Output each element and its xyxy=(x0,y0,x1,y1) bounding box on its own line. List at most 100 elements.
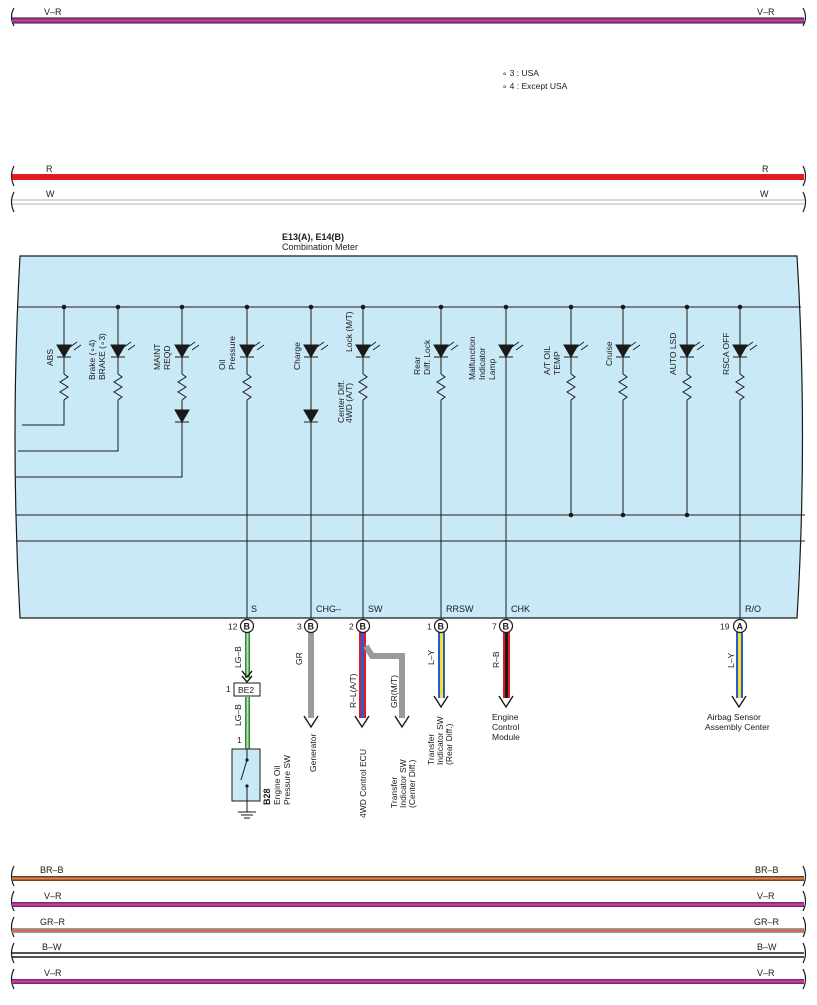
pin-s: B 12 xyxy=(228,618,255,634)
b28-name: Engine Oil xyxy=(272,766,282,805)
dest-ecm: Engine xyxy=(492,712,519,722)
wire-label-ly: L–Y xyxy=(426,650,436,665)
dest-ecm: Control xyxy=(492,722,520,732)
charge-lamp xyxy=(303,307,329,618)
wire-top-r: R R xyxy=(10,164,807,187)
center-diff-lock-lamp xyxy=(355,307,381,618)
maint-reqd-lamp xyxy=(16,307,200,478)
wire-code-label: GR–R xyxy=(40,917,66,927)
lamp-label-rear-diff: Diff. Lock xyxy=(422,339,432,375)
dest-generator: Generator xyxy=(308,734,318,772)
dest-airbag: Airbag Sensor xyxy=(707,712,761,722)
wire-code-label: V–R xyxy=(757,7,775,17)
pin-number: 1 xyxy=(427,622,432,632)
dest-transfer-rear: Indicator SW xyxy=(435,716,445,765)
lamp-label-at-oil: A/T OIL xyxy=(542,346,552,375)
pin-chg: B 3 xyxy=(297,618,319,634)
pin-sw: B 2 xyxy=(349,618,371,634)
pin-connector: B xyxy=(438,622,445,632)
oil-pressure-lamp xyxy=(239,307,265,618)
wire-rb-ecm: R–B Engine Control Module xyxy=(491,632,520,742)
lamp-label-charge: Charge xyxy=(292,342,302,370)
wire-code-label: V–R xyxy=(44,891,62,901)
wire-bottom-vr-2: V–R V–R xyxy=(10,968,807,990)
lamp-label-mil: Indicator xyxy=(477,347,487,380)
pin-connector: B xyxy=(308,622,315,632)
lamp-label-mil: Lamp xyxy=(487,358,497,380)
wire-bottom-brb: BR–B BR–B xyxy=(10,865,807,887)
terminal-name-chg: CHG– xyxy=(316,604,341,614)
wire-code-label: V–R xyxy=(44,7,62,17)
rear-diff-lock-lamp xyxy=(433,307,459,618)
dest-transfer-center: Indicator SW xyxy=(398,759,408,808)
lamp-label-center-diff: Lock (M/T) xyxy=(344,311,354,352)
wire-gr-transfer-center: GR(M/T) Transfer Indicator SW (Center Di… xyxy=(363,644,417,808)
terminal-name-rrsw: RRSW xyxy=(446,604,474,614)
lamp-label-brake: BRAKE (∘3) xyxy=(97,333,107,380)
wire-code-label: BR–B xyxy=(755,865,779,875)
pin-connector: B xyxy=(503,622,510,632)
wire-label-lgb: LG–B xyxy=(233,704,243,726)
wire-code-label: V–R xyxy=(44,968,62,978)
pin-connector: B xyxy=(360,622,367,632)
malfunction-indicator-lamp xyxy=(498,307,524,618)
at-oil-temp-lamp xyxy=(563,307,589,515)
dest-4wd-ecu: 4WD Control ECU xyxy=(358,749,368,818)
wire-code-label: B–W xyxy=(42,942,62,952)
wire-bottom-bw: B–W B–W xyxy=(10,942,807,964)
pin-number: 3 xyxy=(297,622,302,632)
lamp-label-cruise: Cruise xyxy=(604,341,614,366)
terminal-name-chk: CHK xyxy=(511,604,530,614)
auto-lsd-lamp xyxy=(679,307,705,515)
abs-lamp xyxy=(22,307,82,426)
terminal-names: S CHG– SW RRSW CHK R/O xyxy=(251,604,761,614)
dest-transfer-rear: Transfer xyxy=(426,733,436,765)
pin-number: 12 xyxy=(228,622,238,632)
rsca-off-lamp xyxy=(732,307,758,618)
lamp-label-maint: REQD xyxy=(162,345,172,370)
lamp-labels: ABS Brake (∘4) BRAKE (∘3) MAINT REQD Oil… xyxy=(45,311,731,423)
note-except-usa: ∘ 4 : Except USA xyxy=(502,81,568,91)
wire-gr-generator: GR Generator xyxy=(294,632,319,772)
note-usa: ∘ 3 : USA xyxy=(502,68,539,78)
pin-connector: B xyxy=(244,622,251,632)
wire-rl-4wd-ecu: R–L(A/T) 4WD Control ECU xyxy=(348,632,370,818)
lamp-label-oil: Oil xyxy=(217,360,227,371)
lamp-label-oil: Pressure xyxy=(227,336,237,370)
lamp-label-center-diff: Center Diff. xyxy=(336,380,346,423)
wire-label-gr: GR xyxy=(294,652,304,665)
wire-bottom-grr: GR–R GR–R xyxy=(10,916,807,938)
pin-chk: B 7 xyxy=(492,618,514,634)
wire-code-label: B–W xyxy=(757,942,777,952)
wire-code-label: GR–R xyxy=(754,917,780,927)
dest-transfer-rear: (Rear Diff.) xyxy=(444,723,454,765)
b28-name: Pressure SW xyxy=(282,755,292,805)
notes: ∘ 3 : USA ∘ 4 : Except USA xyxy=(502,68,568,91)
lamp-label-abs: ABS xyxy=(45,349,55,366)
lamp-label-auto-lsd: AUTO LSD xyxy=(668,333,678,375)
lamp-label-maint: MAINT xyxy=(152,344,162,370)
pin-number: 19 xyxy=(720,622,730,632)
connector-be2-pin: 1 xyxy=(226,684,231,694)
connector-be2: BE2 1 1 xyxy=(226,682,261,745)
dest-transfer-center: Transfer xyxy=(389,776,399,808)
pin-ro: A 19 xyxy=(720,618,748,634)
terminal-name-sw: SW xyxy=(368,604,383,614)
combination-meter-box xyxy=(14,255,804,619)
pin-rrsw: B 1 xyxy=(427,618,449,634)
connector-b28-pin: 1 xyxy=(237,735,242,745)
lamp-label-rsca-off: RSCA OFF xyxy=(721,332,731,375)
wire-code-label: W xyxy=(760,189,769,199)
lamp-label-brake: Brake (∘4) xyxy=(87,340,97,380)
pin-number: 7 xyxy=(492,622,497,632)
pin-connector: A xyxy=(737,622,744,632)
dest-airbag: Assembly Center xyxy=(705,722,770,732)
meter-name: Combination Meter xyxy=(282,242,358,252)
terminal-name-s: S xyxy=(251,604,257,614)
wire-label-rb: R–B xyxy=(491,651,501,668)
terminal-name-ro: R/O xyxy=(745,604,761,614)
dest-ecm: Module xyxy=(492,732,520,742)
dest-transfer-center: (Center Diff.) xyxy=(407,759,417,808)
wire-top-vr: V–R V–R xyxy=(10,7,807,27)
